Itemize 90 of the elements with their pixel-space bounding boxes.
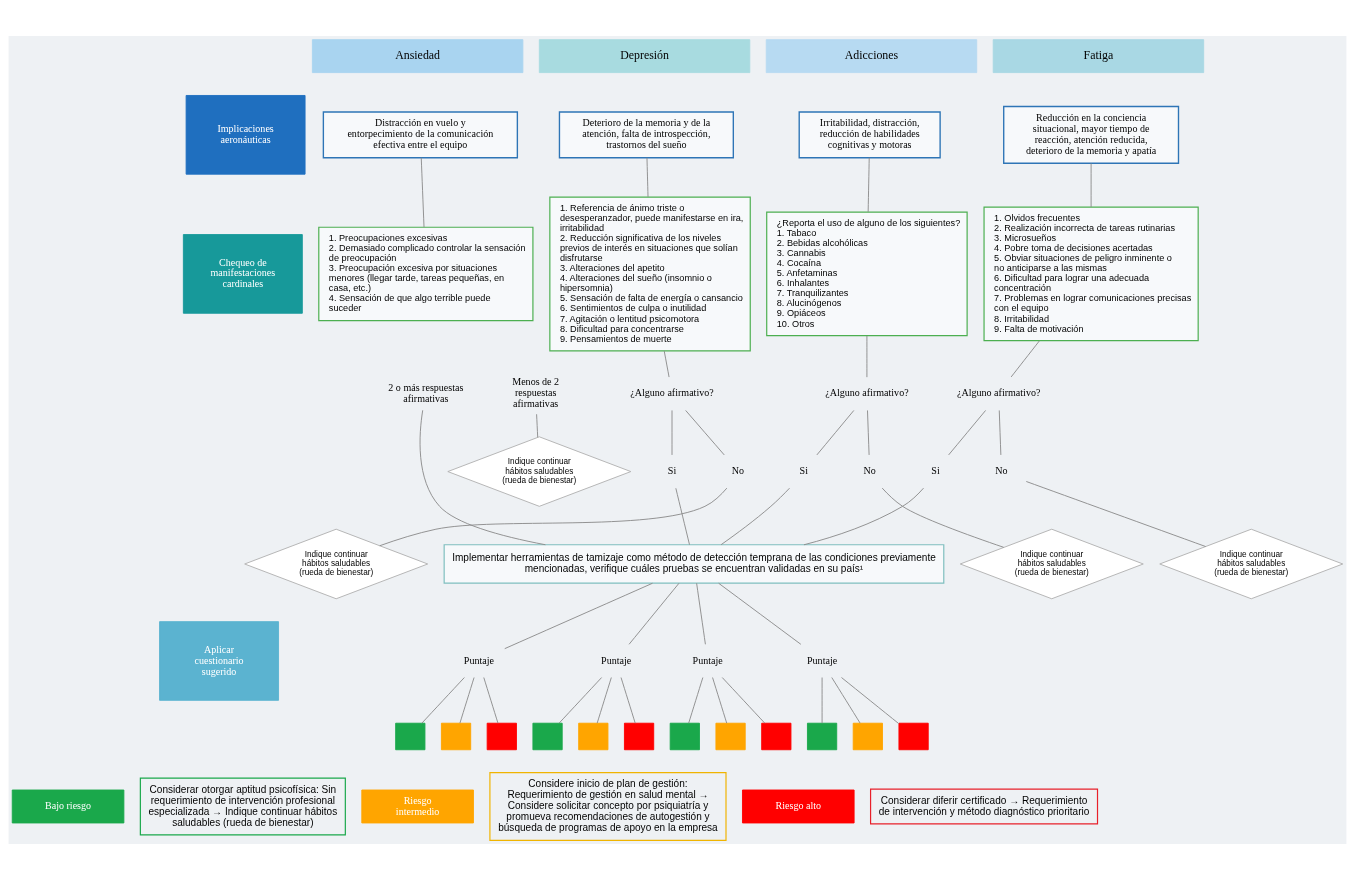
connector [685,410,725,456]
node-box: Irritabilidad, distracción, reducción de habilidades cognitivas y motoras [798,111,941,159]
connector [628,582,680,645]
connector [720,487,790,546]
connector [998,410,1002,456]
connector [379,487,728,547]
connector [721,677,766,724]
connector [696,582,706,645]
node-box [623,722,655,751]
connector [816,410,855,456]
node-text: Menos de 2 respuestas afirmativas [512,376,560,410]
connector [419,409,546,546]
connector [803,487,924,546]
connector [663,350,670,378]
node-text: ¿Alguno afirmativo? [956,387,1041,399]
connector [867,157,870,213]
connector [536,413,539,438]
node-box: 1. Olvidos frecuentes 2. Realización incorrecta de tareas rutinarias 3. Microsueños 4. Pobre toma de decisiones acertadas 5. Obviar situaciones de peligro inminente o no anticiparse a las mismas 6. Dificultad para lograr una adecuada concentración 7. Problemas en lograr comunicaciones precisas con el equipo 8. Irritabilidad 9. Falta de motivación [983,206,1199,342]
connector [718,582,802,645]
node-box: Depresión [538,39,751,74]
node-text: Si [667,465,677,477]
connector [671,410,673,456]
connector [1025,481,1207,547]
node-box: ¿Reporta el uso de alguno de los siguientes? 1. Tabaco 2. Bebidas alcohólicas 3. Cannabis 4. Cocaína 5. Anfetaminas 6. Inhalantes 7. Tranquilizantes 8. Alucinógenos 9. Opiáceos 10. Otros [766,211,968,337]
node-box: Considerar otorgar aptitud psicofísica: Sin requerimiento de intervención profesional especializada → Indique continuar hábitos saludables (rueda de bienestar) [139,777,346,836]
connector [596,677,612,724]
connector [1090,163,1092,208]
connector [421,677,465,724]
connector [459,677,475,724]
node-box: Aplicar cuestionario sugerido [159,621,279,701]
connector [646,157,649,198]
connector [821,677,823,724]
node-diamond: Indique continuar hábitos saludables (rueda de bienestar) [959,528,1144,600]
connector [831,677,861,724]
connector [881,487,1005,548]
connector [1010,340,1040,378]
connector [688,677,704,724]
node-text: Si [799,465,808,477]
node-text: Puntaje [463,654,494,666]
node-box [761,722,792,751]
node-box [532,722,563,751]
node-box: 1. Preocupaciones excesivas 2. Demasiado complicado controlar la sensación de preocupación 3. Preocupación excesiva por situaciones menores (llegar tarde, tareas pequeñas, en casa, etc.) 4. Sensación de que algo terrible puede suceder [318,226,534,322]
node-box [715,722,746,751]
connector [867,410,870,456]
connector [675,487,690,546]
node-box [898,722,929,751]
node-box: Implementar herramientas de tamizaje como método de detección temprana de las condiciones previamente mencionadas, verifique cuáles pruebas se encuentran validadas en su país¹ [443,544,945,584]
node-box: Reducción en la conciencia situacional, mayor tiempo de reacción, atención reducida, deterioro de la memoria y apatía [1003,105,1180,164]
node-text: Si [931,465,940,477]
node-text: No [863,465,876,477]
node-box [669,722,700,751]
node-text: No [995,465,1008,477]
node-box [807,722,838,751]
node-text: No [731,465,745,477]
connector [866,335,868,378]
connector [420,157,425,228]
node-box: Considere inicio de plan de gestión: Requerimiento de gestión en salud mental → Considere solicitar concepto por psiquiatría y promueva recomendaciones de autogestión y búsqueda de programas de apoyo en la empresa [489,772,727,841]
node-box [395,722,426,751]
node-box: Ansiedad [311,39,524,74]
node-box [486,722,517,751]
connector [712,677,728,724]
node-text: ¿Alguno afirmativo? [825,387,909,399]
connector [504,582,653,650]
node-box: Distracción en vuelo y entorpecimiento de la comunicación efectiva entre el equipo [322,111,519,159]
connector [948,410,987,456]
node-box [578,722,609,751]
node-box [852,722,883,751]
node-box: Chequeo de manifestaciones cardinales [182,234,303,314]
node-box: 1. Referencia de ánimo triste o desesperanzador, puede manifestarse en ira, irritabilidad 2. Reducción significativa de los niveles previos de interés en situaciones que solían disfrutarse 3. Alteraciones del apetito 4. Alteraciones del sueño (insomnio o hipersomnia) 5. Sensación de falta de energía o cansancio 6. Sentimientos de culpa o inutilidad 7. Agitación o lentitud psicomotora 8. Dificultad para concentrarse 9. Pensamientos de muerte [549,196,751,352]
node-diamond: Indique continuar hábitos saludables (rueda de bienestar) [244,528,429,600]
node-diamond: Indique continuar hábitos saludables (rueda de bienestar) [447,436,632,507]
node-text: Puntaje [601,654,632,666]
node-box: Riesgo intermedio [361,789,474,824]
node-box: Adicciones [765,39,978,74]
node-box: Deterioro de la memoria y de la atención, falta de introspección, trastornos del sueño [558,111,734,159]
connector [483,677,499,724]
connector [841,677,900,725]
node-box [440,722,472,751]
connector [620,677,636,724]
node-diamond: Indique continuar hábitos saludables (rueda de bienestar) [1159,528,1344,600]
node-text: ¿Alguno afirmativo? [630,387,714,399]
node-box: Implicaciones aeronáuticas [185,95,306,175]
node-box: Fatiga [992,39,1205,74]
node-text: Puntaje [692,654,723,666]
node-box: Considerar diferir certificado → Requerimiento de intervención y método diagnóstico prioritario [870,788,1099,825]
node-text: Puntaje [807,654,838,666]
node-box: Riesgo alto [742,789,855,824]
connector [558,677,603,724]
node-text: 2 o más respuestas afirmativas [388,381,464,404]
node-box: Bajo riesgo [11,789,125,824]
